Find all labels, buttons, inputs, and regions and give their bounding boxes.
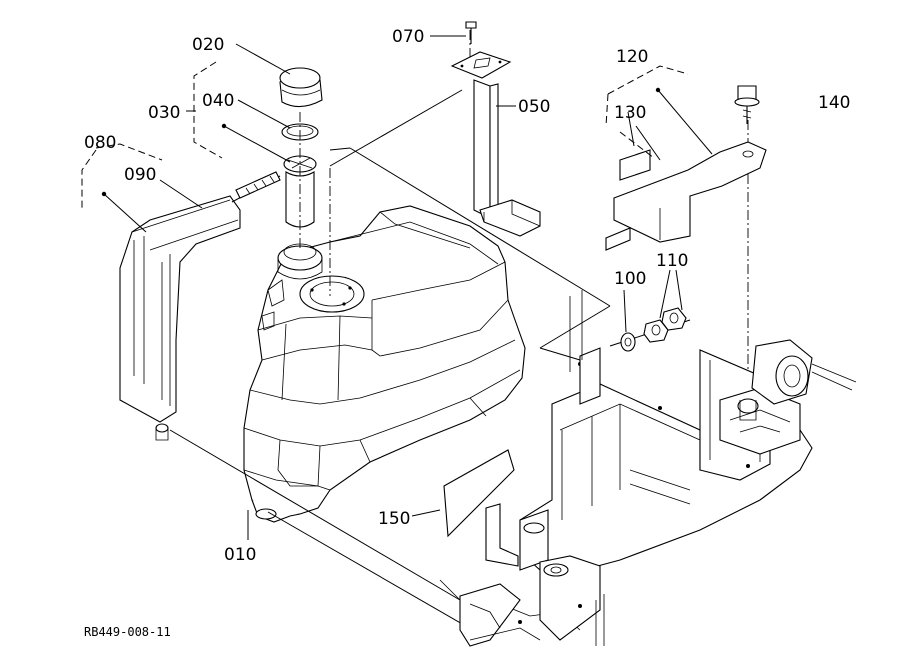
label-140: 140 <box>818 93 850 113</box>
drawing-code: RB449-008-11 <box>84 625 171 639</box>
part-number-labels: 020 040 030 070 050 080 090 120 130 140 … <box>84 27 850 565</box>
label-090: 090 <box>124 165 156 185</box>
label-120: 120 <box>616 47 648 67</box>
machine-frame <box>439 290 857 647</box>
label-150: 150 <box>378 509 410 529</box>
fuel-tank <box>243 205 526 523</box>
label-030: 030 <box>148 103 180 123</box>
filler-strainer <box>283 155 317 228</box>
label-010: 010 <box>224 545 256 565</box>
fuel-cap <box>279 67 323 108</box>
label-020: 020 <box>192 35 224 55</box>
fuel-sender-unit <box>450 21 541 237</box>
tank-bracket <box>605 141 767 251</box>
assembly-group-markers <box>81 61 689 210</box>
label-050: 050 <box>518 97 550 117</box>
label-070: 070 <box>392 27 424 47</box>
label-130: 130 <box>614 103 646 123</box>
label-080: 080 <box>84 133 116 153</box>
mounting-bolt <box>734 85 760 124</box>
heat-shield-plate <box>443 449 515 538</box>
label-040: 040 <box>202 91 234 111</box>
tank-guard <box>119 171 281 441</box>
washer-and-nuts <box>620 307 687 352</box>
label-100: 100 <box>614 269 646 289</box>
leader-lines <box>101 35 713 540</box>
label-110: 110 <box>656 251 688 271</box>
